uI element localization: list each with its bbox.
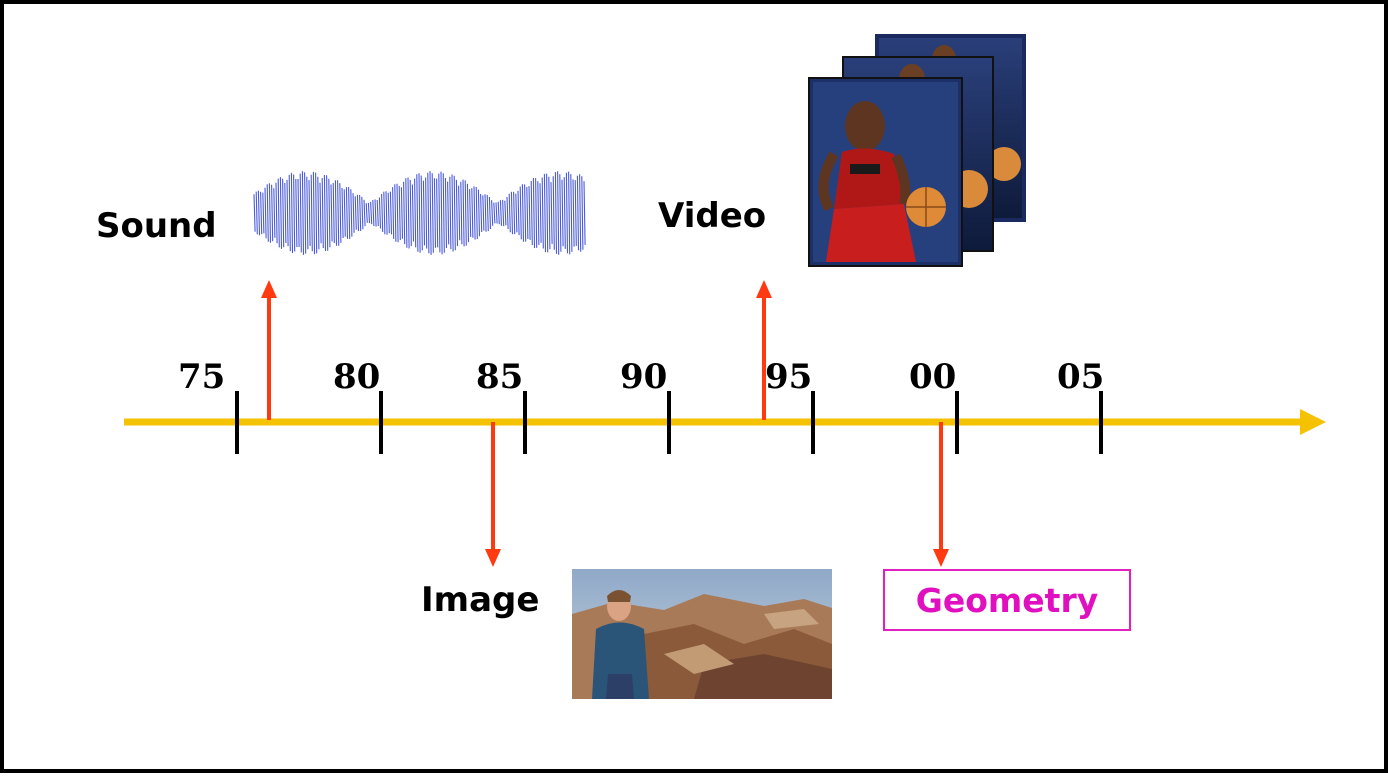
year-label-85: 85 xyxy=(476,357,523,397)
sound-label: Sound xyxy=(96,206,217,246)
sound-waveform-picture xyxy=(253,171,586,255)
sound-arrow xyxy=(261,280,277,420)
geometry-label: Geometry xyxy=(915,580,1099,620)
timeline-axis xyxy=(124,409,1326,435)
image-arrow xyxy=(485,422,501,567)
year-label-75: 75 xyxy=(178,357,225,397)
year-label-80: 80 xyxy=(333,357,380,397)
video-arrow xyxy=(756,280,772,420)
year-label-90: 90 xyxy=(620,357,667,397)
year-label-05: 05 xyxy=(1057,357,1104,397)
year-label-95: 95 xyxy=(765,357,812,397)
year-label-00: 00 xyxy=(909,357,956,397)
geometry-arrow xyxy=(933,422,949,567)
video-label: Video xyxy=(658,196,767,236)
canyon-portrait-photo xyxy=(572,569,832,699)
timeline-diagram: 75 80 85 90 95 00 05 xyxy=(124,34,1326,699)
image-label: Image xyxy=(421,580,540,620)
video-frames-picture xyxy=(808,34,1026,267)
geometry-box: Geometry xyxy=(883,569,1131,631)
waveform-strokes xyxy=(253,171,586,255)
tick-marks xyxy=(235,391,1103,454)
